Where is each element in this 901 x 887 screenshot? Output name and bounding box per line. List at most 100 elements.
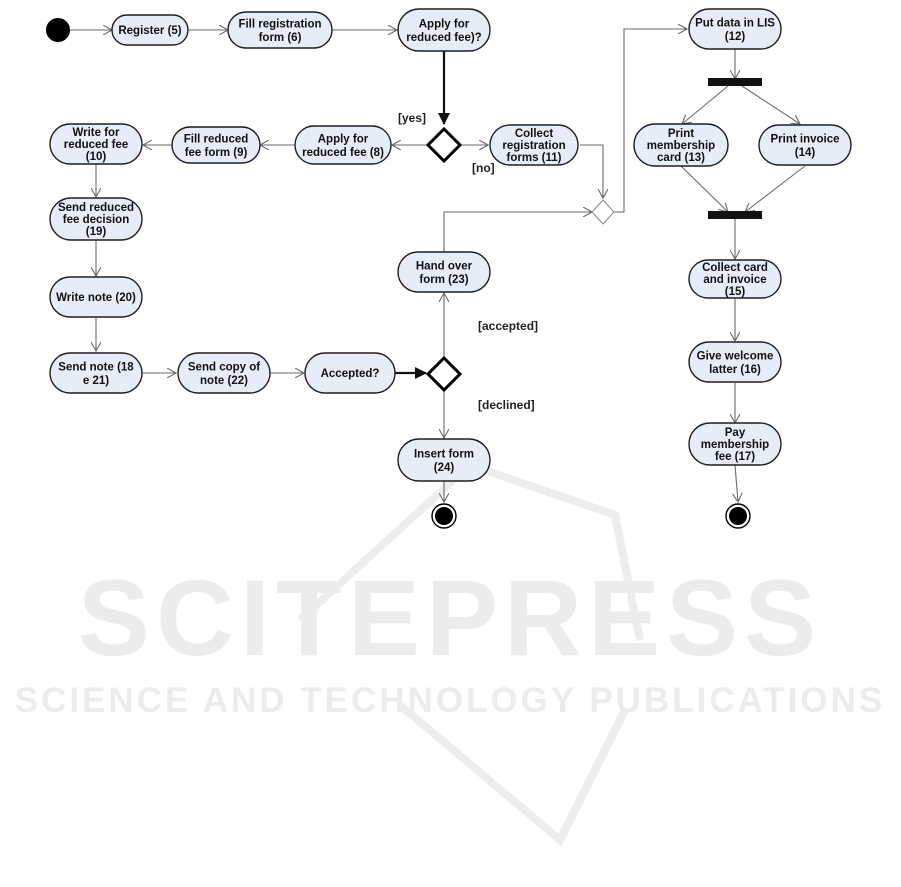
activity-fill-registration-form: Fill registration form (6)	[227, 11, 333, 49]
activity-label: form (23)	[419, 274, 468, 286]
activity-label: reduced fee (8)	[302, 147, 384, 159]
activity-label: membership	[647, 140, 715, 152]
activity-label: latter (16)	[709, 364, 761, 376]
edge	[614, 29, 687, 213]
activity-label: fee (17)	[715, 451, 755, 463]
watermark-shape	[397, 701, 629, 847]
activity-apply-for-reduced-fee: Apply for reduced fee (8)	[294, 125, 392, 165]
activity-send-note: Send note (18 e 21)	[49, 352, 143, 394]
activity-label: Put data in LIS	[695, 17, 775, 29]
final-node-dot	[729, 507, 747, 525]
activity-label: (24)	[434, 462, 455, 474]
activity-box	[489, 124, 579, 166]
watermark-subtitle: SCIENCE AND TECHNOLOGY PUBLICATIONS	[15, 681, 886, 720]
activity-box	[294, 125, 392, 165]
watermark: SCITEPRESS SCIENCE AND TECHNOLOGY PUBLIC…	[15, 460, 886, 847]
activity-box	[397, 438, 491, 482]
activity-label: fee form (9)	[185, 147, 248, 159]
activity-label: Send note (18	[58, 361, 134, 373]
activity-label: Write note (20)	[56, 292, 136, 304]
initial-node	[46, 18, 70, 42]
activity-label: Apply for	[318, 133, 369, 145]
edges	[70, 29, 806, 502]
activity-label: reduced fee)?	[406, 32, 481, 44]
activity-label: (15)	[725, 286, 746, 298]
activity-label: Insert form	[414, 448, 474, 460]
activity-label: Send copy of	[188, 361, 260, 373]
activity-label: Register (5)	[118, 25, 181, 37]
activity-box	[49, 352, 143, 394]
activity-label: Collect card	[702, 262, 768, 274]
activity-label: Fill reduced	[184, 133, 249, 145]
activity-box	[111, 14, 189, 46]
activity-label: Collect	[515, 128, 554, 140]
watermark-title: SCITEPRESS	[78, 557, 822, 678]
activity-send-copy-of-note: Send copy of note (22)	[177, 352, 271, 394]
activity-register: Register (5)	[111, 14, 189, 46]
activity-label: Write for	[72, 127, 120, 139]
activity-box	[397, 251, 491, 293]
activity-label: Print invoice	[770, 133, 839, 145]
activity-label: Print	[668, 128, 694, 140]
guard-yes: [yes]	[398, 111, 426, 125]
activity-label: form (6)	[259, 32, 302, 44]
activity-label: forms (11)	[507, 152, 562, 164]
guard-accepted: [accepted]	[478, 319, 538, 333]
activity-box	[633, 123, 729, 167]
activity-accepted-question: Accepted?	[304, 352, 396, 394]
activity-box	[304, 352, 396, 394]
activity-write-note: Write note (20)	[49, 276, 143, 318]
activity-label: and invoice	[703, 274, 766, 286]
activity-label: membership	[701, 439, 769, 451]
activity-box	[49, 123, 143, 165]
activity-label: Fill registration	[238, 18, 321, 30]
activity-fill-reduced-fee-form: Fill reduced fee form (9)	[171, 126, 261, 164]
guard-no: [no]	[472, 161, 495, 175]
edge	[741, 85, 800, 124]
merge-node	[591, 199, 615, 225]
activity-label: fee decision	[63, 214, 129, 226]
activity-box	[688, 341, 782, 383]
activity-box	[171, 126, 261, 164]
activity-label: (19)	[86, 226, 107, 238]
activity-label: (14)	[795, 147, 816, 159]
activity-label: registration	[502, 140, 565, 152]
accepted-decision	[425, 355, 463, 393]
edge	[680, 165, 728, 212]
activity-label: Pay	[725, 427, 746, 439]
activity-box	[688, 8, 782, 50]
edge	[735, 464, 738, 502]
activity-box	[227, 11, 333, 49]
watermark-shape	[297, 460, 644, 641]
activity-box	[397, 8, 491, 52]
activity-label: note (22)	[200, 375, 248, 387]
activity-label: e 21)	[83, 375, 109, 387]
activity-insert-form: Insert form (24)	[397, 438, 491, 482]
activity-box	[49, 276, 143, 318]
activity-label: Send reduced	[58, 202, 134, 214]
activity-label: (10)	[86, 151, 107, 163]
activity-label: reduced fee	[64, 139, 129, 151]
guards: [yes] [no] [accepted] [declined]	[398, 111, 538, 412]
activity-print-invoice: Print invoice (14)	[758, 124, 852, 166]
activity-label: Accepted?	[321, 368, 380, 380]
activity-label: (12)	[725, 31, 746, 43]
edge	[745, 165, 806, 212]
edge	[682, 85, 729, 124]
activity-label: Hand over	[416, 260, 473, 272]
activities: Register (5) Fill registration form (6) App…	[49, 8, 852, 482]
activity-give-welcome-letter: Give welcome latter (16)	[688, 341, 782, 383]
activity-box	[49, 197, 143, 241]
activity-label: card (13)	[657, 152, 705, 164]
activity-box	[688, 422, 782, 466]
activity-box	[177, 352, 271, 394]
activity-label: Apply for	[419, 18, 470, 30]
activity-hand-over-form: Hand over form (23)	[397, 251, 491, 293]
activity-label: Give welcome	[697, 350, 774, 362]
final-node-dot	[435, 507, 453, 525]
